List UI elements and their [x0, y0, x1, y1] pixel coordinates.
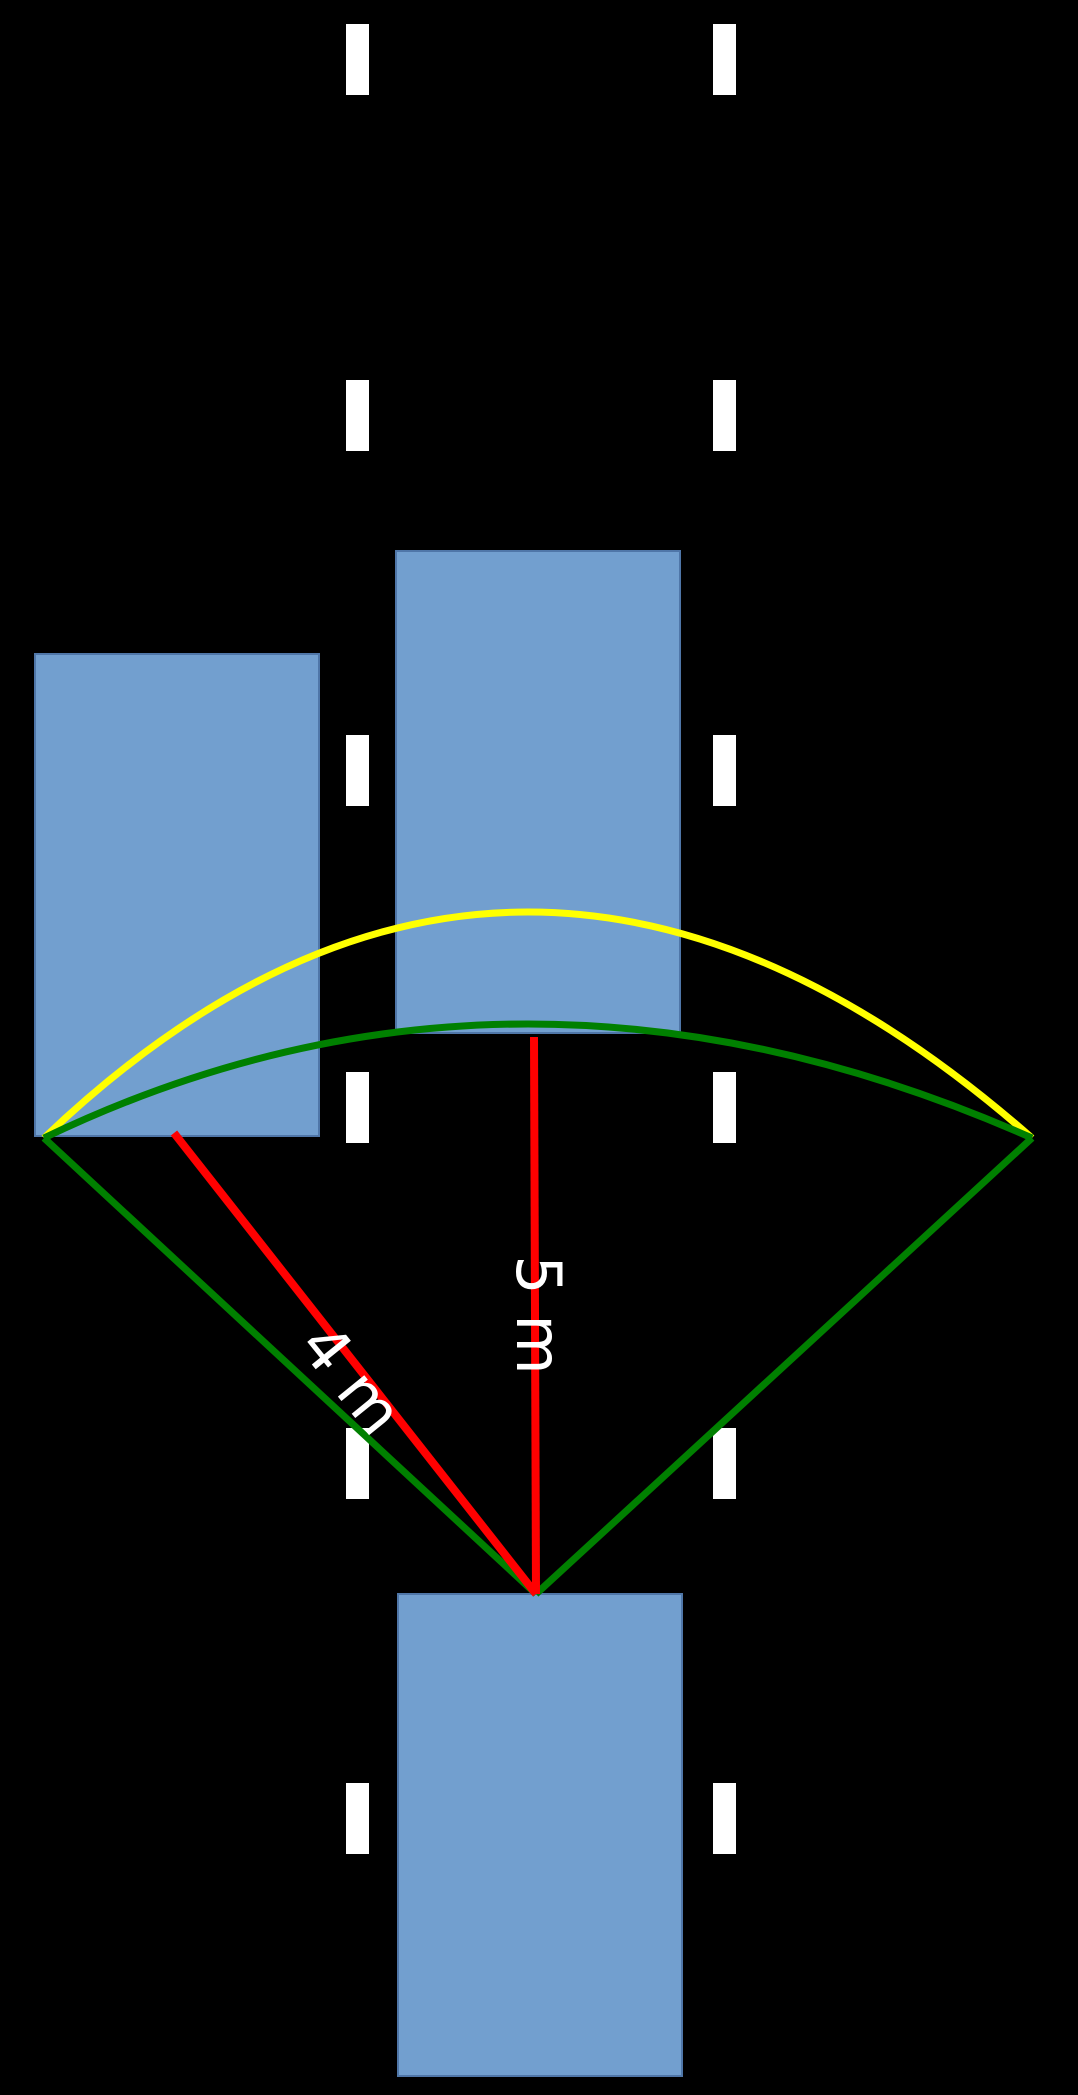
lane-dash: [713, 1072, 736, 1143]
lane-dash: [346, 1428, 369, 1499]
sensor-sector-arc: [42, 1020, 1034, 1142]
sensor-sector-left-edge: [41, 1135, 539, 1597]
distance-line-short: [170, 1130, 540, 1597]
distance-line-long: [530, 1036, 540, 1595]
lane-markings-right: [713, 24, 736, 1854]
vehicle-ahead-center-lane: [395, 550, 681, 1034]
vehicle-ego: [397, 1593, 683, 2077]
vehicle-left-lane: [34, 653, 320, 1137]
lane-dash: [346, 1783, 369, 1854]
lane-dash: [713, 24, 736, 95]
lane-markings-left: [346, 24, 369, 1854]
lane-dash: [713, 735, 736, 806]
distance-label-long: 5 m: [502, 1255, 575, 1375]
lane-dash: [713, 1428, 736, 1499]
outer-arc: [41, 908, 1035, 1141]
sensor-sector-right-edge: [533, 1135, 1035, 1597]
lane-dash: [346, 1072, 369, 1143]
lane-dash: [713, 380, 736, 451]
lane-dash: [346, 24, 369, 95]
lane-dash: [346, 380, 369, 451]
lane-dash: [713, 1783, 736, 1854]
lane-dash: [346, 735, 369, 806]
